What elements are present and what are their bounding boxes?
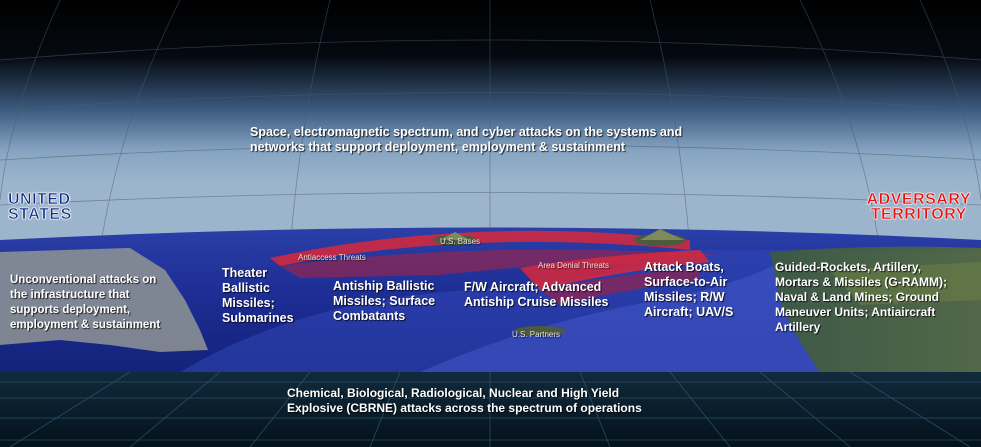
area-denial-threats-label: Area Denial Threats [538,261,609,270]
theater-line: Ballistic [222,281,270,295]
top-caption-line1: Space, electromagnetic spectrum, and cyb… [250,125,683,139]
guided-rockets-line: Guided-Rockets, Artillery, [775,260,922,274]
guided-rockets-block: Guided-Rockets, Artillery, Mortars & Mis… [775,260,947,335]
guided-rockets-line: Maneuver Units; Antiaircraft [775,305,936,319]
adversary-title-line2: TERRITORY [870,206,967,223]
unconventional-line: supports deployment, [10,304,131,316]
unconventional-attacks-block: Unconventional attacks on the infrastruc… [10,273,160,333]
united-states-title: UNITED STATES [8,191,72,223]
top-caption: Space, electromagnetic spectrum, and cyb… [250,125,682,155]
antiship-ballistic-line: Missiles; Surface [333,294,436,308]
guided-rockets-line: Artillery [775,320,821,334]
guided-rockets-line: Naval & Land Mines; Ground [775,290,940,304]
antiship-ballistic-block: Antiship Ballistic Missiles; Surface Com… [333,279,435,324]
fw-aircraft-line: Antiship Cruise Missiles [464,295,609,309]
bottom-caption-line1: Chemical, Biological, Radiological, Nucl… [287,386,620,400]
fw-aircraft-line: F/W Aircraft; Advanced [464,280,602,294]
adversary-territory-title: ADVERSARY TERRITORY [866,191,971,223]
attack-boats-line: Attack Boats, [644,260,724,274]
antiaccess-threats-label: Antiaccess Threats [298,253,366,262]
unconventional-line: Unconventional attacks on [10,274,157,286]
attack-boats-block: Attack Boats, Surface-to-Air Missiles; R… [644,260,733,320]
adversary-title-line1: ADVERSARY [866,191,971,208]
theater-ballistic-block: Theater Ballistic Missiles; Submarines [222,266,294,326]
guided-rockets-line: Mortars & Missiles (G-RAMM); [775,275,948,289]
top-caption-line2: networks that support deployment, employ… [250,140,626,154]
united-states-title-line2: STATES [8,206,72,223]
unconventional-line: the infrastructure that [10,289,130,301]
us-bases-label: U.S. Bases [440,237,481,246]
theater-line: Missiles; [222,296,275,310]
united-states-title-line1: UNITED [8,191,71,208]
theater-line: Theater [222,266,268,280]
theater-line: Submarines [222,311,294,325]
attack-boats-line: Surface-to-Air [644,275,728,289]
antiship-ballistic-line: Antiship Ballistic [333,279,435,293]
bottom-caption-line2: Explosive (CBRNE) attacks across the spe… [287,401,642,415]
unconventional-line: employment & sustainment [10,319,161,331]
bottom-caption: Chemical, Biological, Radiological, Nucl… [287,386,642,416]
attack-boats-line: Aircraft; UAV/S [644,305,734,319]
fw-aircraft-block: F/W Aircraft; Advanced Antiship Cruise M… [464,280,608,310]
us-partners-label: U.S. Partners [512,330,561,339]
attack-boats-line: Missiles; R/W [644,290,725,304]
antiship-ballistic-line: Combatants [333,309,406,323]
